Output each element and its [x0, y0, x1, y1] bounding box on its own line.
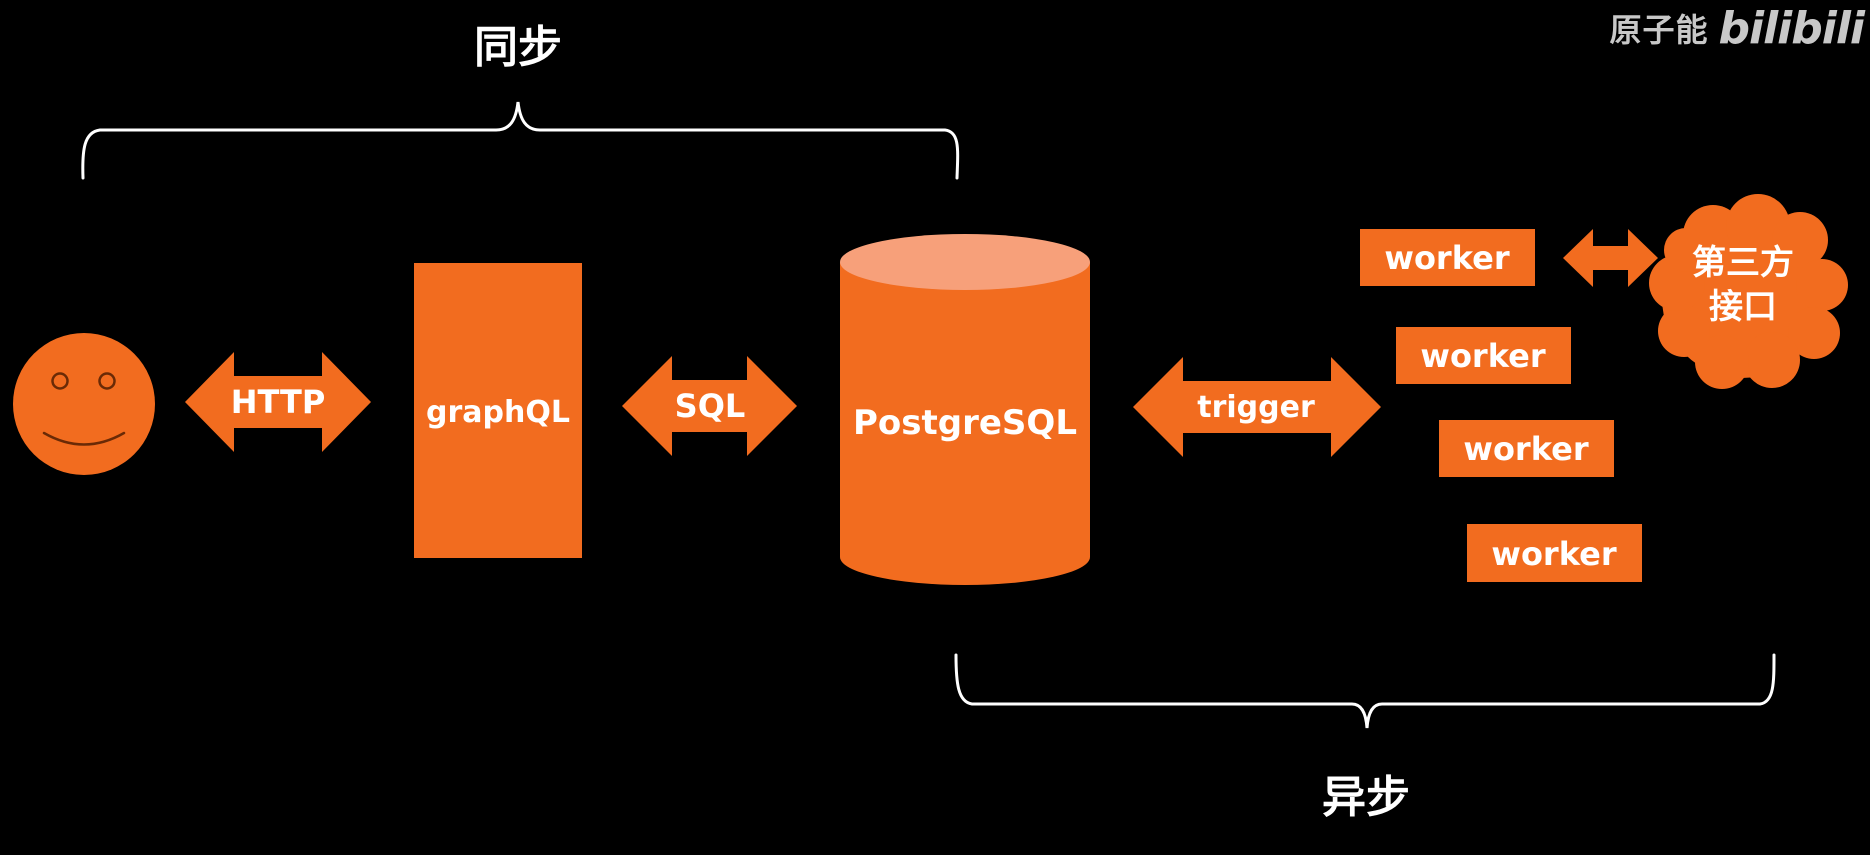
trigger-arrow: trigger	[1133, 357, 1381, 457]
worker-label-1: worker	[1384, 239, 1509, 277]
user-smiley-icon	[13, 333, 155, 475]
worker-label-3: worker	[1463, 430, 1588, 468]
async-label: 异步	[1322, 772, 1410, 823]
sync-bracket	[81, 101, 960, 180]
http-label: HTTP	[231, 383, 326, 421]
http-arrow: HTTP	[185, 352, 371, 452]
postgresql-cylinder: PostgreSQL	[840, 234, 1090, 585]
trigger-label: trigger	[1197, 390, 1315, 425]
third-party-cloud-icon: 第三方 接口	[1649, 194, 1848, 389]
worker-label-2: worker	[1420, 337, 1545, 375]
watermark-author: 原子能	[1609, 11, 1709, 49]
bilibili-logo: bilibili	[1718, 2, 1865, 54]
worker-label-4: worker	[1491, 535, 1616, 573]
worker-box-1: worker	[1360, 229, 1535, 286]
worker-box-2: worker	[1396, 327, 1571, 384]
third-party-label-line2: 接口	[1709, 287, 1777, 327]
graphql-label: graphQL	[426, 395, 570, 430]
sql-arrow: SQL	[622, 356, 797, 456]
async-bracket	[954, 653, 1776, 729]
graphql-box: graphQL	[414, 263, 582, 558]
api-arrow	[1563, 229, 1658, 287]
worker-box-4: worker	[1467, 524, 1642, 582]
third-party-label-line1: 第三方	[1692, 243, 1794, 283]
watermark: 原子能 bilibili	[1609, 2, 1866, 54]
postgresql-label: PostgreSQL	[853, 403, 1077, 443]
sync-label: 同步	[474, 22, 562, 73]
sql-label: SQL	[675, 387, 746, 425]
worker-box-3: worker	[1439, 420, 1614, 477]
